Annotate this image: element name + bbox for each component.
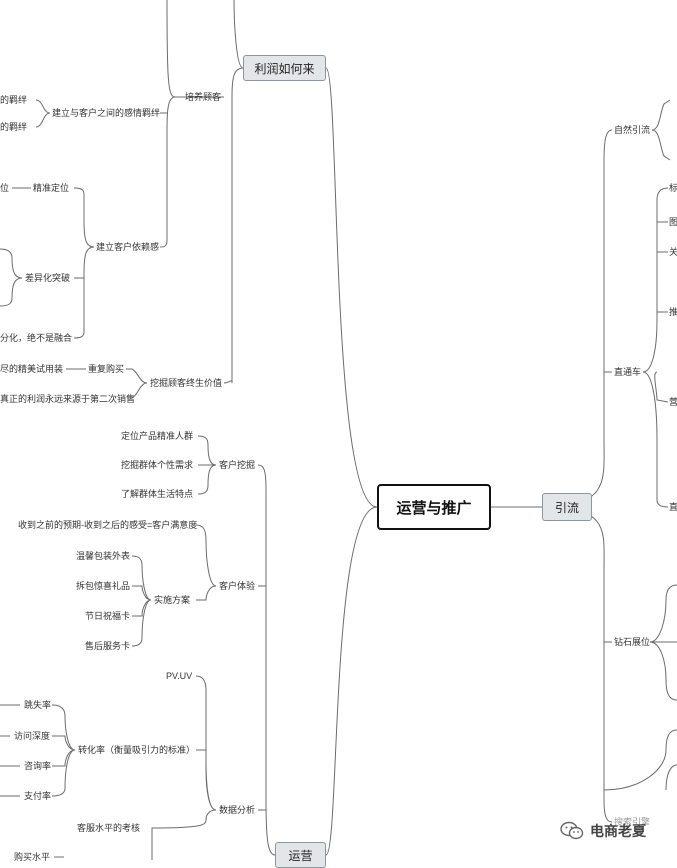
node-tt-item-4[interactable]: 推 xyxy=(669,307,677,317)
node-tt-item-2[interactable]: 图 xyxy=(669,217,677,227)
node-impl-item-1[interactable]: 温馨包装外表 xyxy=(76,551,131,561)
node-data-analysis[interactable]: 数据分析 xyxy=(219,805,256,815)
connector-diff-items xyxy=(0,248,23,307)
connector-diamond xyxy=(649,584,677,701)
node-pvuv[interactable]: PV.UV xyxy=(166,671,193,681)
node-tt-item-3[interactable]: 关 xyxy=(669,247,677,257)
node-implementation[interactable]: 实施方案 xyxy=(154,595,191,605)
connector-lifetime xyxy=(126,368,148,399)
connector-mining xyxy=(197,435,217,495)
connector-cultivate-up xyxy=(166,0,176,98)
node-satisfaction-formula[interactable]: 收到之前的预期-收到之后的感受=客户满意度 xyxy=(18,520,198,530)
branch-traffic-label: 引流 xyxy=(554,500,579,515)
connector-root-operations xyxy=(325,506,378,856)
branch-operations-label: 运营 xyxy=(288,848,313,863)
connector-profit-spine xyxy=(223,67,244,384)
node-customer-experience[interactable]: 客户体验 xyxy=(219,581,256,591)
watermark-text: 电商老夏 xyxy=(590,823,646,839)
node-natural-traffic[interactable]: 自然引流 xyxy=(614,125,651,135)
branch-profit-label: 利润如何来 xyxy=(254,61,315,76)
node-emotional-bond[interactable]: 建立与客户之间的感情羁绊 xyxy=(52,108,161,118)
node-repeat-item[interactable]: 尽的精美试用装 xyxy=(0,364,64,374)
node-through-train[interactable]: 直通车 xyxy=(614,367,642,377)
node-mining-item-3[interactable]: 了解群体生活特点 xyxy=(121,489,194,499)
root-label: 运营与推广 xyxy=(396,499,472,517)
connector-conversion-items xyxy=(0,704,20,797)
connector-through-train xyxy=(642,187,669,508)
node-positioning-item[interactable]: 位 xyxy=(0,183,10,193)
node-customer-mining[interactable]: 客户挖掘 xyxy=(219,460,256,470)
node-purchase-level[interactable]: 购买水平 xyxy=(14,852,51,862)
root-node[interactable]: 运营与推广 xyxy=(377,484,491,530)
node-repeat-purchase[interactable]: 重复购买 xyxy=(88,364,125,374)
node-conversion-item-1[interactable]: 跳失率 xyxy=(24,700,52,710)
node-tt-item-1[interactable]: 标 xyxy=(669,183,677,193)
node-impl-item-2[interactable]: 拆包惊喜礼品 xyxy=(76,581,131,591)
node-lifetime-value[interactable]: 挖掘顾客终生价值 xyxy=(150,378,223,388)
node-diamond-booth[interactable]: 钻石展位 xyxy=(614,637,651,647)
node-tt-item-6[interactable]: 直 xyxy=(669,502,677,512)
connector-bond xyxy=(35,99,51,128)
node-dependence[interactable]: 建立客户依赖感 xyxy=(96,242,160,252)
node-bond-item-2[interactable]: 的羁绊 xyxy=(0,122,28,132)
branch-profit[interactable]: 利润如何来 xyxy=(243,55,326,81)
connector-ops-spine xyxy=(257,464,276,856)
node-impl-item-4[interactable]: 售后服务卡 xyxy=(85,641,131,651)
connector-conversion xyxy=(51,704,76,797)
node-bond-item-1[interactable]: 的羁绊 xyxy=(0,95,28,105)
node-cultivate[interactable]: 培养顾客 xyxy=(185,92,222,102)
branch-traffic[interactable]: 引流 xyxy=(542,493,592,521)
connector-cultivate-down xyxy=(159,96,176,248)
connector-natural xyxy=(651,99,671,161)
node-precise-positioning[interactable]: 精准定位 xyxy=(33,183,70,193)
node-mining-item-2[interactable]: 挖掘群体个性需求 xyxy=(121,460,194,470)
connector-implementation xyxy=(131,555,152,647)
connector-traffic-subs xyxy=(604,371,612,643)
node-impl-item-3[interactable]: 节日祝福卡 xyxy=(85,611,131,621)
connector-traffic-up xyxy=(541,129,613,508)
connector-data xyxy=(151,675,217,860)
connector-ops-subs xyxy=(258,585,266,811)
connector-experience xyxy=(195,524,217,601)
connector-dependence-up xyxy=(73,187,95,248)
node-tt-item-5[interactable]: 营 xyxy=(669,397,677,407)
connector-root-profit xyxy=(325,67,378,508)
node-second-sale[interactable]: 真正的利润永远来源于第二次销售 xyxy=(0,394,136,404)
connector-traffic-down xyxy=(541,506,613,823)
connector-dependence-down xyxy=(73,246,95,339)
node-conversion-item-3[interactable]: 咨询率 xyxy=(24,761,52,771)
node-partial-label[interactable]: 搜索引擎 xyxy=(614,817,651,827)
node-conversion[interactable]: 转化率（衡量吸引力的标准） xyxy=(78,745,196,755)
connector-profit-up xyxy=(233,0,244,69)
watermark: 电商老夏 xyxy=(560,817,646,845)
connector-traffic-lower xyxy=(603,729,677,791)
branch-operations[interactable]: 运营 xyxy=(275,842,326,868)
node-differentiation[interactable]: 差异化突破 xyxy=(25,273,71,283)
node-mining-item-1[interactable]: 定位产品精准人群 xyxy=(121,431,194,441)
node-service-assessment[interactable]: 客服水平的考核 xyxy=(77,823,141,833)
node-differentiation-note[interactable]: 分化，绝不是融合 xyxy=(0,333,73,343)
wechat-icon xyxy=(560,821,584,840)
node-conversion-item-2[interactable]: 访问深度 xyxy=(14,731,51,741)
node-conversion-item-4[interactable]: 支付率 xyxy=(24,791,52,801)
